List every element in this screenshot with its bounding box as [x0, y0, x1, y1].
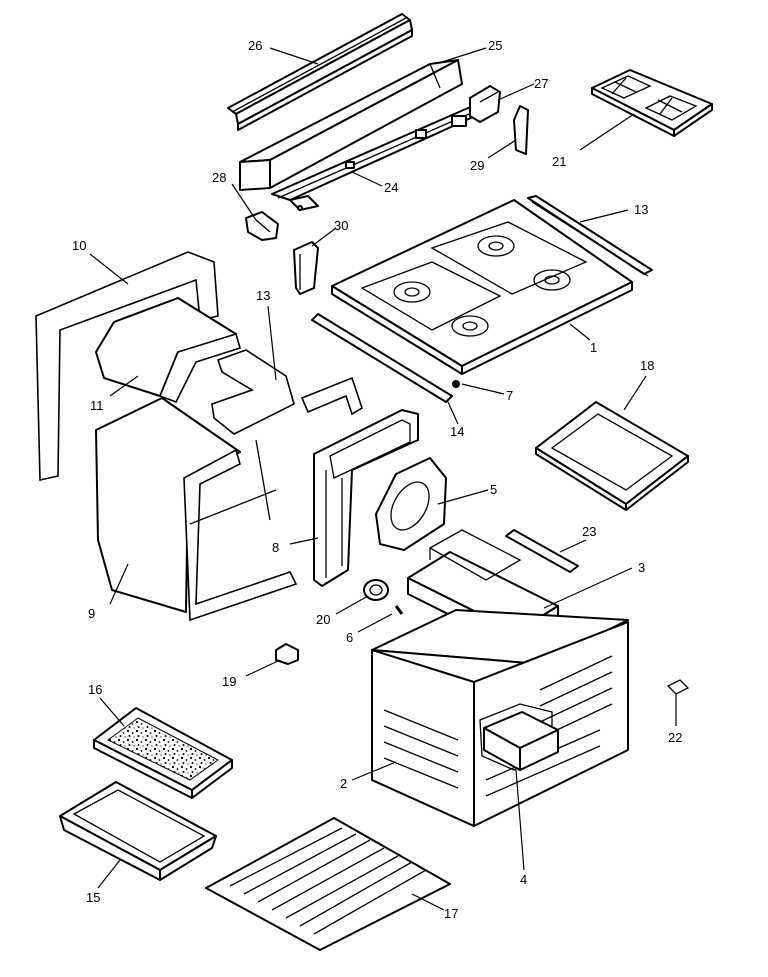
callout-16: 16	[88, 682, 102, 697]
part-broiler-pan-15	[59, 781, 217, 881]
part-bracket-29	[513, 105, 529, 155]
callout-3: 3	[638, 560, 645, 575]
callout-28: 28	[212, 170, 226, 185]
callout-labels: 26 25 27 21 29 24 28 30 13 10 13 11 1 7 …	[72, 38, 682, 921]
part-front-trim-14	[311, 313, 453, 403]
part-bracket-27	[469, 85, 501, 123]
callout-22: 22	[668, 730, 682, 745]
callout-18: 18	[640, 358, 654, 373]
callout-1: 1	[590, 340, 597, 355]
part-tray-18	[535, 401, 689, 511]
part-insulation-10	[35, 251, 219, 481]
part-strip-23	[505, 529, 579, 573]
part-insulation-block-13	[211, 349, 363, 435]
callout-13-right: 13	[634, 202, 648, 217]
callout-9: 9	[88, 606, 95, 621]
part-grommet-20	[363, 579, 389, 601]
part-screw-6	[394, 605, 404, 615]
part-cooktop-1	[331, 199, 633, 375]
part-bracket-19	[275, 643, 299, 665]
callout-14: 14	[450, 424, 464, 439]
part-front-panel-8	[313, 409, 419, 587]
part-screw-7	[452, 380, 460, 388]
callout-8: 8	[272, 540, 279, 555]
part-broiler-insert-16	[93, 707, 233, 799]
part-bracket-30	[293, 241, 319, 295]
part-insulation-9	[95, 397, 298, 622]
callout-30: 30	[334, 218, 348, 233]
leader-lines	[89, 47, 677, 911]
part-side-trim-13	[527, 195, 653, 277]
part-clip-22	[666, 679, 690, 695]
part-oven-rack-17	[205, 817, 451, 951]
callout-17: 17	[444, 906, 458, 921]
callout-4: 4	[520, 872, 527, 887]
callout-25: 25	[488, 38, 502, 53]
callout-6: 6	[346, 630, 353, 645]
callout-27: 27	[534, 76, 548, 91]
callout-13-left: 13	[256, 288, 270, 303]
callout-26: 26	[248, 38, 262, 53]
part-backguard-25	[239, 59, 463, 191]
callout-5: 5	[490, 482, 497, 497]
part-baffle-5	[375, 457, 447, 551]
part-trim-strip-26	[227, 13, 413, 131]
callout-2: 2	[340, 776, 347, 791]
callout-7: 7	[506, 388, 513, 403]
callout-15: 15	[86, 890, 100, 905]
callout-23: 23	[582, 524, 596, 539]
callout-21: 21	[552, 154, 566, 169]
callout-19: 19	[222, 674, 236, 689]
callout-24: 24	[384, 180, 398, 195]
part-bracket-28	[245, 211, 279, 241]
part-grate-21	[591, 69, 713, 137]
callout-20: 20	[316, 612, 330, 627]
part-oven-cavity-2	[371, 609, 629, 827]
part-broiler-4	[483, 711, 559, 771]
part-insulation-11	[95, 297, 241, 404]
callout-11: 11	[90, 398, 104, 413]
callout-29: 29	[470, 158, 484, 173]
callout-10: 10	[72, 238, 86, 253]
